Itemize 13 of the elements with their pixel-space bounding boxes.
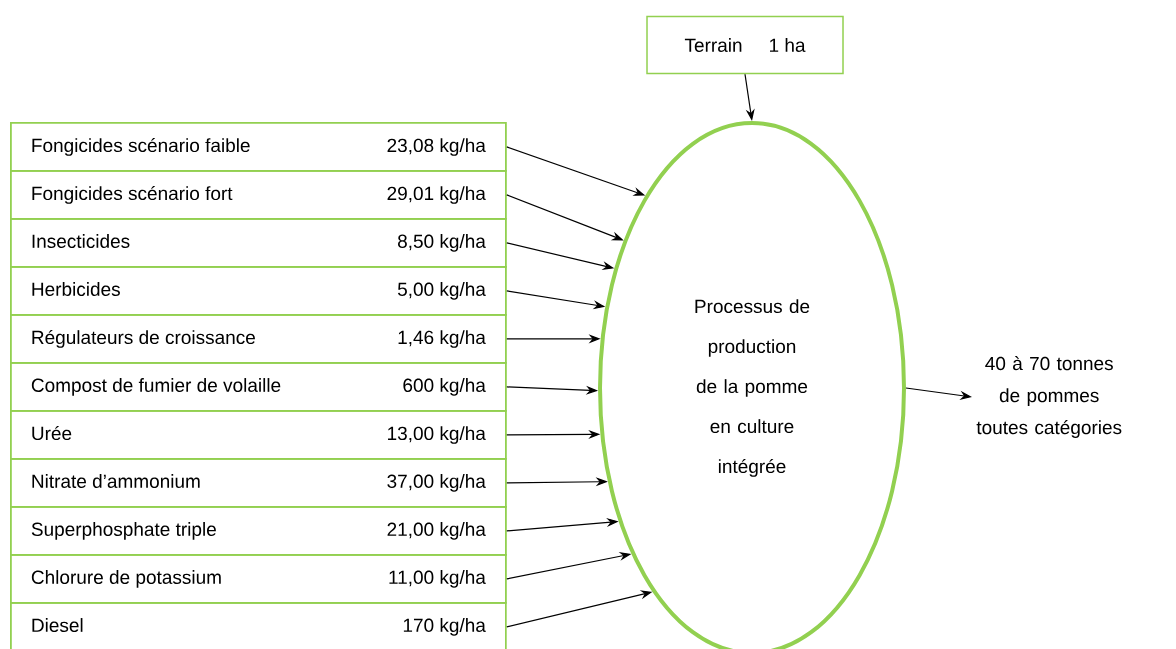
output-text: 40 à 70 tonnes de pommes toutes catégories — [976, 356, 1122, 438]
table-row: Nitrate d’ammonium 37,00 kg/ha — [10, 458, 507, 508]
table-row: Diesel 170 kg/ha — [10, 602, 507, 649]
table-row: Urée 13,00 kg/ha — [10, 410, 507, 460]
table-row: Insecticides 8,50 kg/ha — [10, 218, 507, 268]
table-row: Compost de fumier de volaille 600 kg/ha — [10, 362, 507, 412]
table-row: Fongicides scénario faible 23,08 kg/ha — [10, 122, 507, 172]
input-box: Terrain 1 ha — [646, 15, 844, 75]
table-row: Superphosphate triple 21,00 kg/ha — [10, 506, 507, 556]
table-row: Fongicides scénario fort 29,01 kg/ha — [10, 170, 507, 220]
table-row: Chlorure de potassium 11,00 kg/ha — [10, 554, 507, 604]
table-row: Herbicides 5,00 kg/ha — [10, 266, 507, 316]
table-row: Régulateurs de croissance 1,46 kg/ha — [10, 314, 507, 364]
